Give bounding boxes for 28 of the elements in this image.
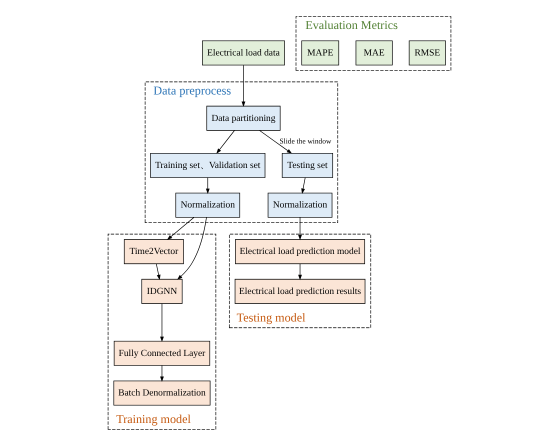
node-box: IDGNN <box>140 278 182 304</box>
node-box: Fully Connected Layer <box>113 340 210 366</box>
node-box: Electrical load prediction model <box>234 239 365 264</box>
arrow <box>300 177 306 194</box>
node-box: Electrical load data <box>202 40 284 66</box>
arrow <box>241 65 245 107</box>
arrow <box>205 177 210 194</box>
node-box: Testing set <box>281 152 333 178</box>
arrow <box>155 263 160 280</box>
arrow <box>298 263 302 280</box>
arrow <box>160 303 164 342</box>
node-box: MAE <box>355 40 392 66</box>
edge-label: Slide the window <box>279 136 331 146</box>
node-box: Batch Denormalization <box>112 380 210 406</box>
arrow <box>298 217 302 240</box>
arrow <box>176 217 206 280</box>
node-box: Time2Vector <box>123 239 184 264</box>
node-box: MAPE <box>300 40 339 66</box>
node-box: Data partitioning <box>206 106 280 131</box>
arrow <box>216 130 234 154</box>
node-box: Electrical load prediction results <box>234 278 365 304</box>
node-box: RMSE <box>408 40 446 66</box>
arrow <box>258 130 292 154</box>
arrow <box>166 217 194 240</box>
node-box: Normalization <box>267 192 332 218</box>
node-box: Normalization <box>174 192 240 218</box>
node-box: Training set、Validation set <box>150 152 265 178</box>
arrow <box>160 365 164 382</box>
